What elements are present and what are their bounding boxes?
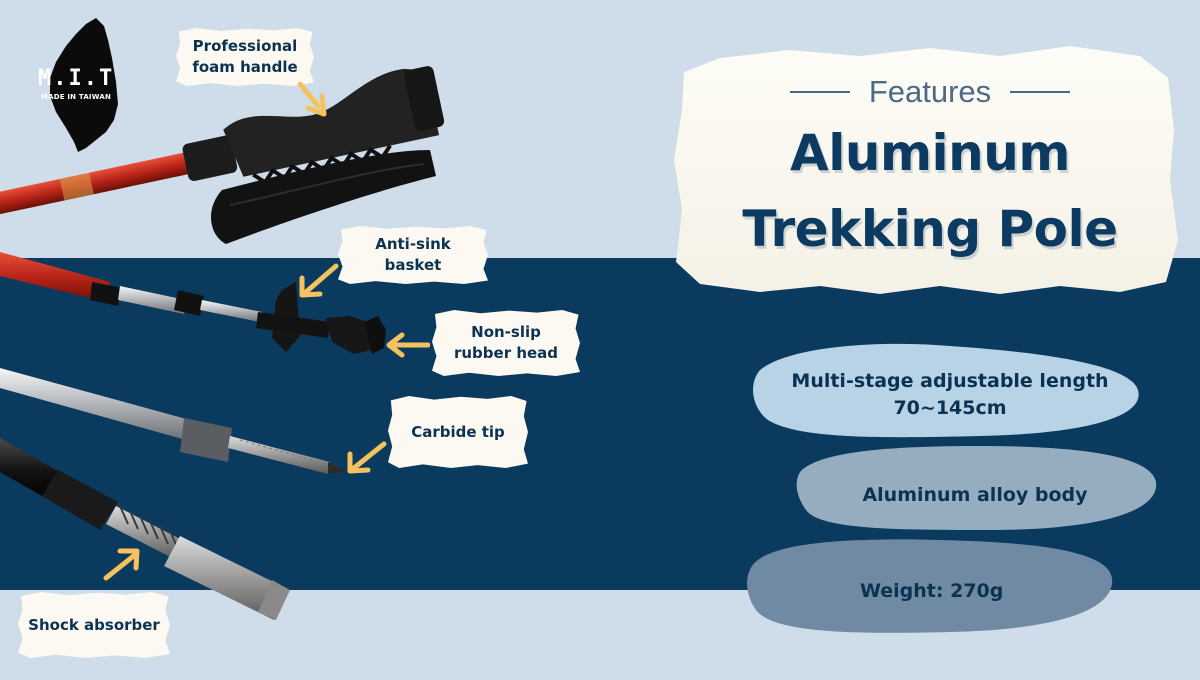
features-card [674,46,1178,294]
title-line-2: Trekking Pole [742,200,1118,258]
kicker-rule-left [790,91,850,93]
callout-handle: Professional foam handle [176,28,314,86]
feature-pill-2: Aluminum alloy body [862,484,1088,506]
callout-rubber-head: Non-slip rubber head [432,310,580,376]
feature-pill-shape-1 [753,343,1139,438]
arrow-basket-icon [299,263,339,298]
shock-pole [0,438,290,620]
feature-pill-shape-2 [796,446,1157,530]
feature-pill-shape-3 [747,539,1113,633]
title-line-1: Aluminum [790,124,1070,182]
feature-pill-1: Multi-stage adjustable length 70~145cm [791,370,1109,419]
basket-pole [0,252,386,354]
feature-pill-3: Weight: 270g [860,580,1004,602]
kicker-rule-right [1010,91,1070,93]
mit-badge-subtitle: MADE IN TAIWAN [40,93,112,101]
wrist-strap [210,150,436,244]
arrow-rubber-head-icon [386,332,430,358]
callout-tip: Carbide tip [388,396,528,468]
features-kicker-text: Features [868,74,992,109]
arrow-tip-icon [347,441,387,474]
tip-pole [0,368,348,474]
arrow-handle-icon [297,81,327,117]
taiwan-map-icon [50,18,118,152]
mit-badge-title: M.I.T [38,66,115,91]
arrow-shock-icon [103,548,140,581]
handle-pole [0,66,445,226]
callout-shock: Shock absorber [18,592,170,658]
callout-basket: Anti-sink basket [338,226,488,284]
features-kicker: Features [790,74,1070,109]
